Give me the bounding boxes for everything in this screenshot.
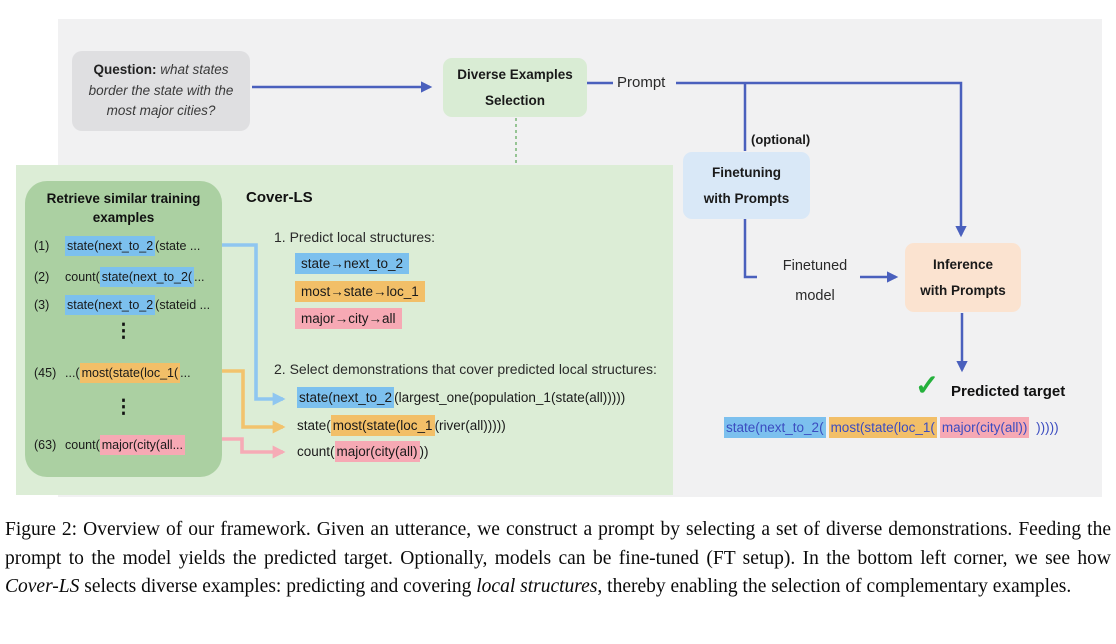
retrieve-item-1: (1) state(next_to_2(state ... — [34, 236, 200, 256]
question-content: Question: what states border the state w… — [80, 60, 242, 123]
local-structure-blue: state→next_to_2 — [295, 253, 410, 274]
retrieve-item-2: (2) count(state(next_to_2( ... — [34, 267, 205, 287]
question-label: Question: — [93, 61, 157, 77]
item-number: (1) — [34, 239, 50, 253]
inference-line2: with Prompts — [920, 282, 1006, 298]
finetuning-with-prompts-box: Finetuning with Prompts — [683, 152, 810, 219]
predicted-target-expression: state(next_to_2(most(state(loc_1(major(c… — [724, 417, 1059, 438]
retrieve-similar-examples-box: Retrieve similar training examples (1) st… — [25, 181, 222, 477]
demo-highlight: major(city(all) — [334, 441, 420, 462]
figure-caption: Figure 2: Overview of our framework. Giv… — [5, 516, 1111, 602]
predicted-target-label: Predicted target — [951, 383, 1066, 400]
item-number: (63) — [34, 438, 57, 452]
finetuned-line2: model — [795, 288, 835, 304]
finetuning-line2: with Prompts — [703, 190, 790, 206]
local-structure-pink: major→city→all — [295, 308, 402, 329]
item-post: ... — [180, 366, 191, 380]
item-highlight: most(state(loc_1( — [79, 363, 181, 383]
retrieve-item-3: (3) state(next_to_2(stateid ... — [34, 295, 210, 315]
target-segment-orange: most(state(loc_1( — [828, 417, 937, 438]
inference-line1: Inference — [932, 256, 994, 272]
caption-segment: selects diverse examples: predicting and… — [79, 576, 477, 598]
caption-segment-italic: Cover-LS — [5, 576, 80, 598]
demo-post: )) — [419, 444, 429, 459]
item-highlight: major(city(all... — [99, 435, 186, 455]
ellipsis: ⋮ — [114, 397, 133, 418]
demo-pre: count( — [297, 444, 335, 459]
demo-post: (largest_one(population_1(state(all))))) — [394, 390, 626, 405]
step1-label: 1. Predict local structures: — [274, 229, 436, 245]
retrieve-title-line1: Retrieve similar training — [46, 191, 201, 206]
prompt-label: Prompt — [617, 74, 666, 91]
item-pre: ...( — [65, 366, 80, 380]
demonstration-2: state(most(state(loc_1(river(all))))) — [297, 415, 506, 436]
caption-segment-italic: local structures — [476, 576, 598, 598]
item-pre: count( — [65, 438, 100, 452]
demo-highlight: state(next_to_2 — [297, 387, 395, 408]
check-icon: ✓ — [915, 370, 940, 402]
local-structure-orange: most→state→loc_1 — [295, 281, 425, 302]
question-text: what states border the state with the mo… — [88, 61, 234, 119]
target-segment-blue: state(next_to_2( — [724, 417, 826, 438]
item-highlight: state(next_to_2 — [65, 236, 156, 256]
retrieve-title: Retrieve similar training examples — [25, 190, 222, 228]
item-number: (2) — [34, 270, 50, 284]
diverse-examples-selection-box: Diverse Examples Selection — [443, 58, 587, 117]
cover-ls-title: Cover-LS — [246, 189, 313, 206]
item-number: (45) — [34, 366, 57, 380]
inference-with-prompts-box: Inference with Prompts — [905, 243, 1021, 312]
retrieve-title-line2: examples — [92, 209, 155, 225]
retrieve-item-45: (45) ...(most(state(loc_1( ... — [34, 363, 191, 383]
ellipsis: ⋮ — [114, 321, 133, 342]
retrieve-item-63: (63) count(major(city(all... — [34, 435, 186, 455]
item-highlight: state(next_to_2 — [65, 295, 156, 315]
item-post: (stateid ... — [155, 298, 211, 312]
demonstration-3: count(major(city(all))) — [297, 441, 429, 462]
item-highlight: state(next_to_2( — [99, 267, 195, 287]
finetuned-line1: Finetuned — [782, 258, 848, 274]
step2-label: 2. Select demonstrations that cover pred… — [274, 361, 657, 377]
target-segment-plain: ))))) — [1032, 420, 1059, 435]
demo-post: (river(all))))) — [434, 418, 506, 433]
finetuning-line1: Finetuning — [712, 164, 781, 180]
demo-highlight: most(state(loc_1 — [330, 415, 435, 436]
demonstration-1: state(next_to_2(largest_one(population_1… — [297, 387, 626, 408]
demo-pre: state( — [297, 418, 331, 433]
target-segment-pink: major(city(all)) — [939, 417, 1030, 438]
caption-segment: , thereby enabling the selection of comp… — [597, 576, 1072, 598]
caption-segment: Figure 2: Overview of our framework. Giv… — [5, 519, 1111, 569]
item-pre: count( — [65, 270, 100, 284]
item-post: (state ... — [155, 239, 201, 253]
finetuned-model-label: Finetuned model — [770, 251, 860, 311]
item-number: (3) — [34, 298, 50, 312]
optional-label: (optional) — [751, 132, 811, 147]
des-line1: Diverse Examples — [457, 66, 573, 82]
item-post: ... — [194, 270, 205, 284]
question-box: Question: what states border the state w… — [72, 51, 250, 131]
des-line2: Selection — [484, 92, 546, 108]
